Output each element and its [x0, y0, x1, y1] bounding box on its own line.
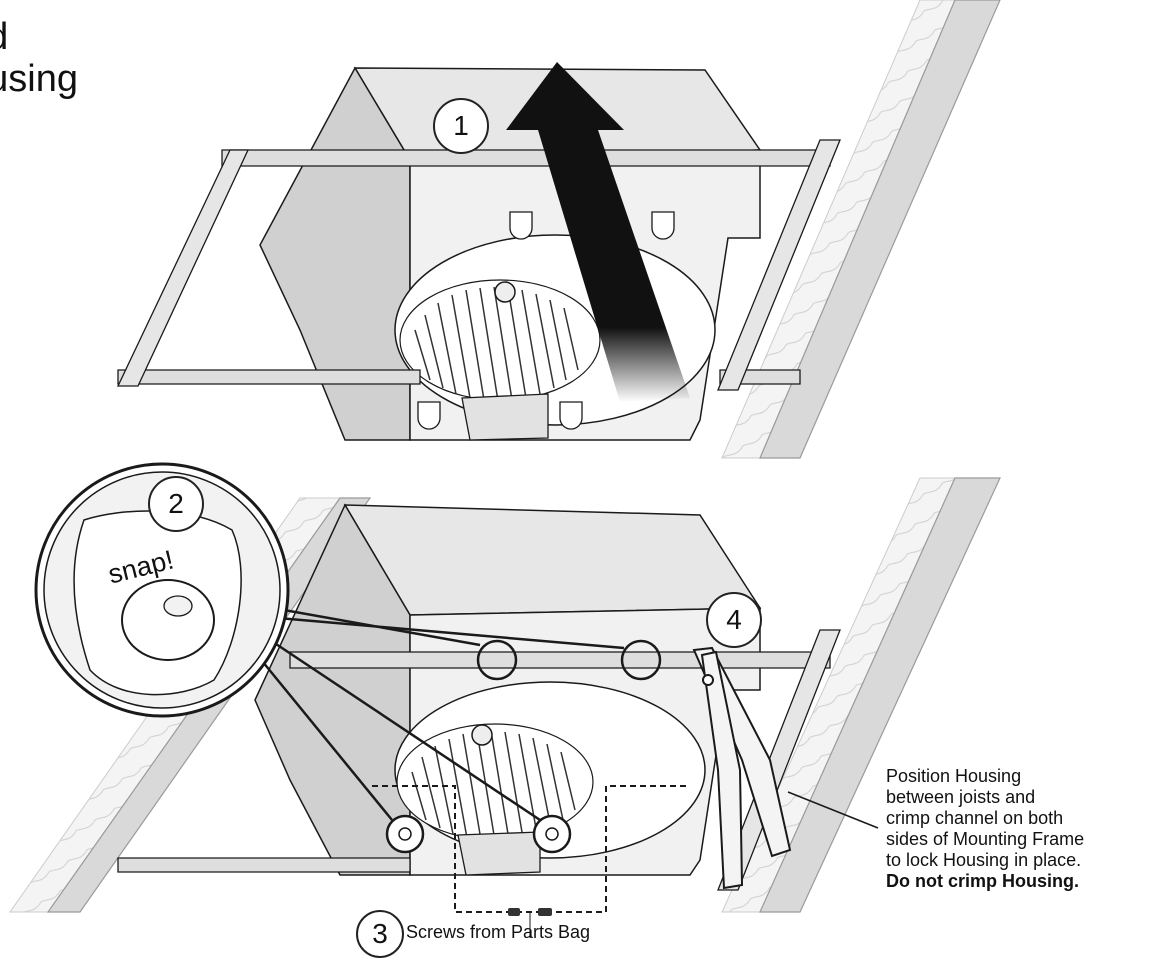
screws-icon: [508, 908, 552, 916]
snap-detail-magnifier: [34, 462, 290, 718]
title-line-1: nd: [0, 16, 8, 58]
tab-circle-3: [385, 814, 425, 854]
title-line-2: ousing: [0, 58, 78, 100]
crimping-pliers: [692, 646, 792, 890]
instruction-callout: Position Housing between joists and crim…: [886, 766, 1166, 892]
callout-line-1: Position Housing: [886, 766, 1022, 786]
tab-circle-2: [620, 639, 662, 681]
joist-right-top: [721, 0, 1001, 459]
tab-circle-4: [532, 814, 572, 854]
mounting-bar-right-b: [717, 629, 841, 891]
tab-circle-1: [476, 639, 518, 681]
callout-leader: [787, 791, 879, 829]
motor-hub-top: [494, 281, 516, 303]
callout-line-5: to lock Housing in place.: [886, 850, 1082, 870]
magnify-leaders: [257, 608, 625, 822]
mounting-bar-left-top: [116, 149, 250, 387]
step-4-badge: 4: [706, 592, 762, 648]
mounting-bar-right-top: [717, 139, 841, 391]
callout-line-2: between joists and: [886, 787, 1036, 807]
lift-arrow: [506, 62, 690, 402]
bracket-b: [457, 831, 541, 876]
mounting-rails-b: [117, 651, 831, 873]
step-2-badge: 2: [148, 476, 204, 532]
step-3-badge: 3: [356, 910, 404, 958]
screws-label: Screws from Parts Bag: [406, 922, 591, 942]
callout-line-3: crimp channel on both: [886, 808, 1064, 828]
callout-warning: Do not crimp Housing.: [886, 871, 1079, 891]
motor-hub-b: [471, 724, 493, 746]
bracket-top: [461, 393, 549, 441]
mounting-tabs-top: [417, 211, 675, 430]
mounting-rails-top: [117, 149, 831, 385]
top-assembly: [116, 0, 1001, 459]
step-1-badge: 1: [433, 98, 489, 154]
blower-blades-top: [414, 286, 579, 402]
callout-line-4: sides of Mounting Frame: [886, 829, 1085, 849]
housing-top-face-b: [343, 504, 762, 616]
